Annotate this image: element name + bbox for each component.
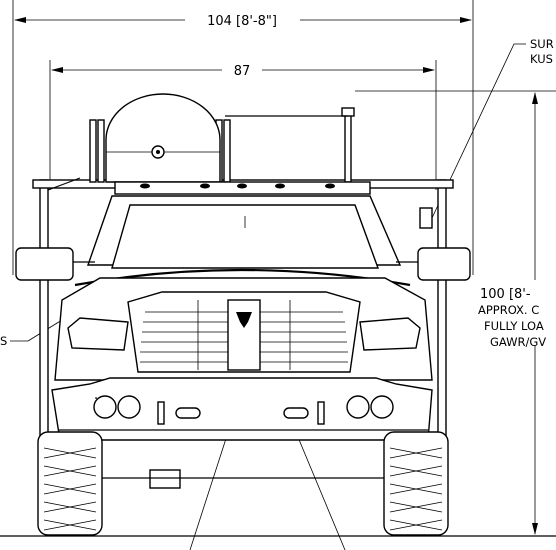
ram-emblem-icon [236,312,252,328]
fog-light-left-2-icon [117,395,141,419]
front-bumper [51,377,433,441]
cab [74,195,411,287]
rack-upright-left-2 [97,119,105,183]
left-callout: S [0,319,63,348]
tire-tread-left [43,447,97,531]
hose-reel [105,93,221,183]
windshield [111,204,380,269]
height-note-line-3: GAWR/GV [490,335,546,349]
tow-hook-right [283,407,309,419]
rack-upright-left-1 [89,119,97,183]
rack-upright-right-2 [223,119,231,183]
headlight-left [67,317,129,351]
fog-light-right-2-icon [370,395,394,419]
wheel-left [37,431,103,536]
surface-callout-label-top: SUR [530,37,554,51]
bumper-slot-right [317,401,325,425]
tire-tread-right [389,447,443,531]
headlight-right [359,317,421,351]
rack-mast-cap [341,107,355,117]
overall-width-label: 104 [8'-8"] [207,14,277,29]
tow-hook-left [175,407,201,419]
surface-callout: SUR KUS [431,37,554,219]
grille-center-bar [227,299,261,371]
axle-differential [149,469,181,489]
grille [127,291,361,373]
left-callout-label: S [0,334,7,348]
inner-width-label: 87 [234,64,251,79]
fog-light-right-1-icon [346,395,370,419]
mirror-right [417,247,471,281]
side-marker-right [419,207,433,229]
rack-post-right [437,179,447,471]
wheels [37,431,449,536]
height-note-line-2: FULLY LOA [484,319,544,333]
overall-width-dimension: 104 [8'-8"] [12,0,474,275]
mirror-left [15,247,74,281]
height-dimension: 100 [8'- APPROX. C FULLY LOA GAWR/GV [355,90,556,537]
rack-post-left [39,179,49,471]
marker-light-icons [140,183,335,189]
fog-light-left-1-icon [93,395,117,419]
surface-callout-label-bottom: KUS [530,52,553,66]
height-value-label: 100 [8'- [480,287,531,302]
height-note-line-1: APPROX. C [478,303,539,317]
mirrors [15,207,471,281]
inner-width-dimension: 87 [49,60,437,190]
rack-mast [344,111,352,183]
bumper-slot-left [157,401,165,425]
wheel-right [383,431,449,536]
